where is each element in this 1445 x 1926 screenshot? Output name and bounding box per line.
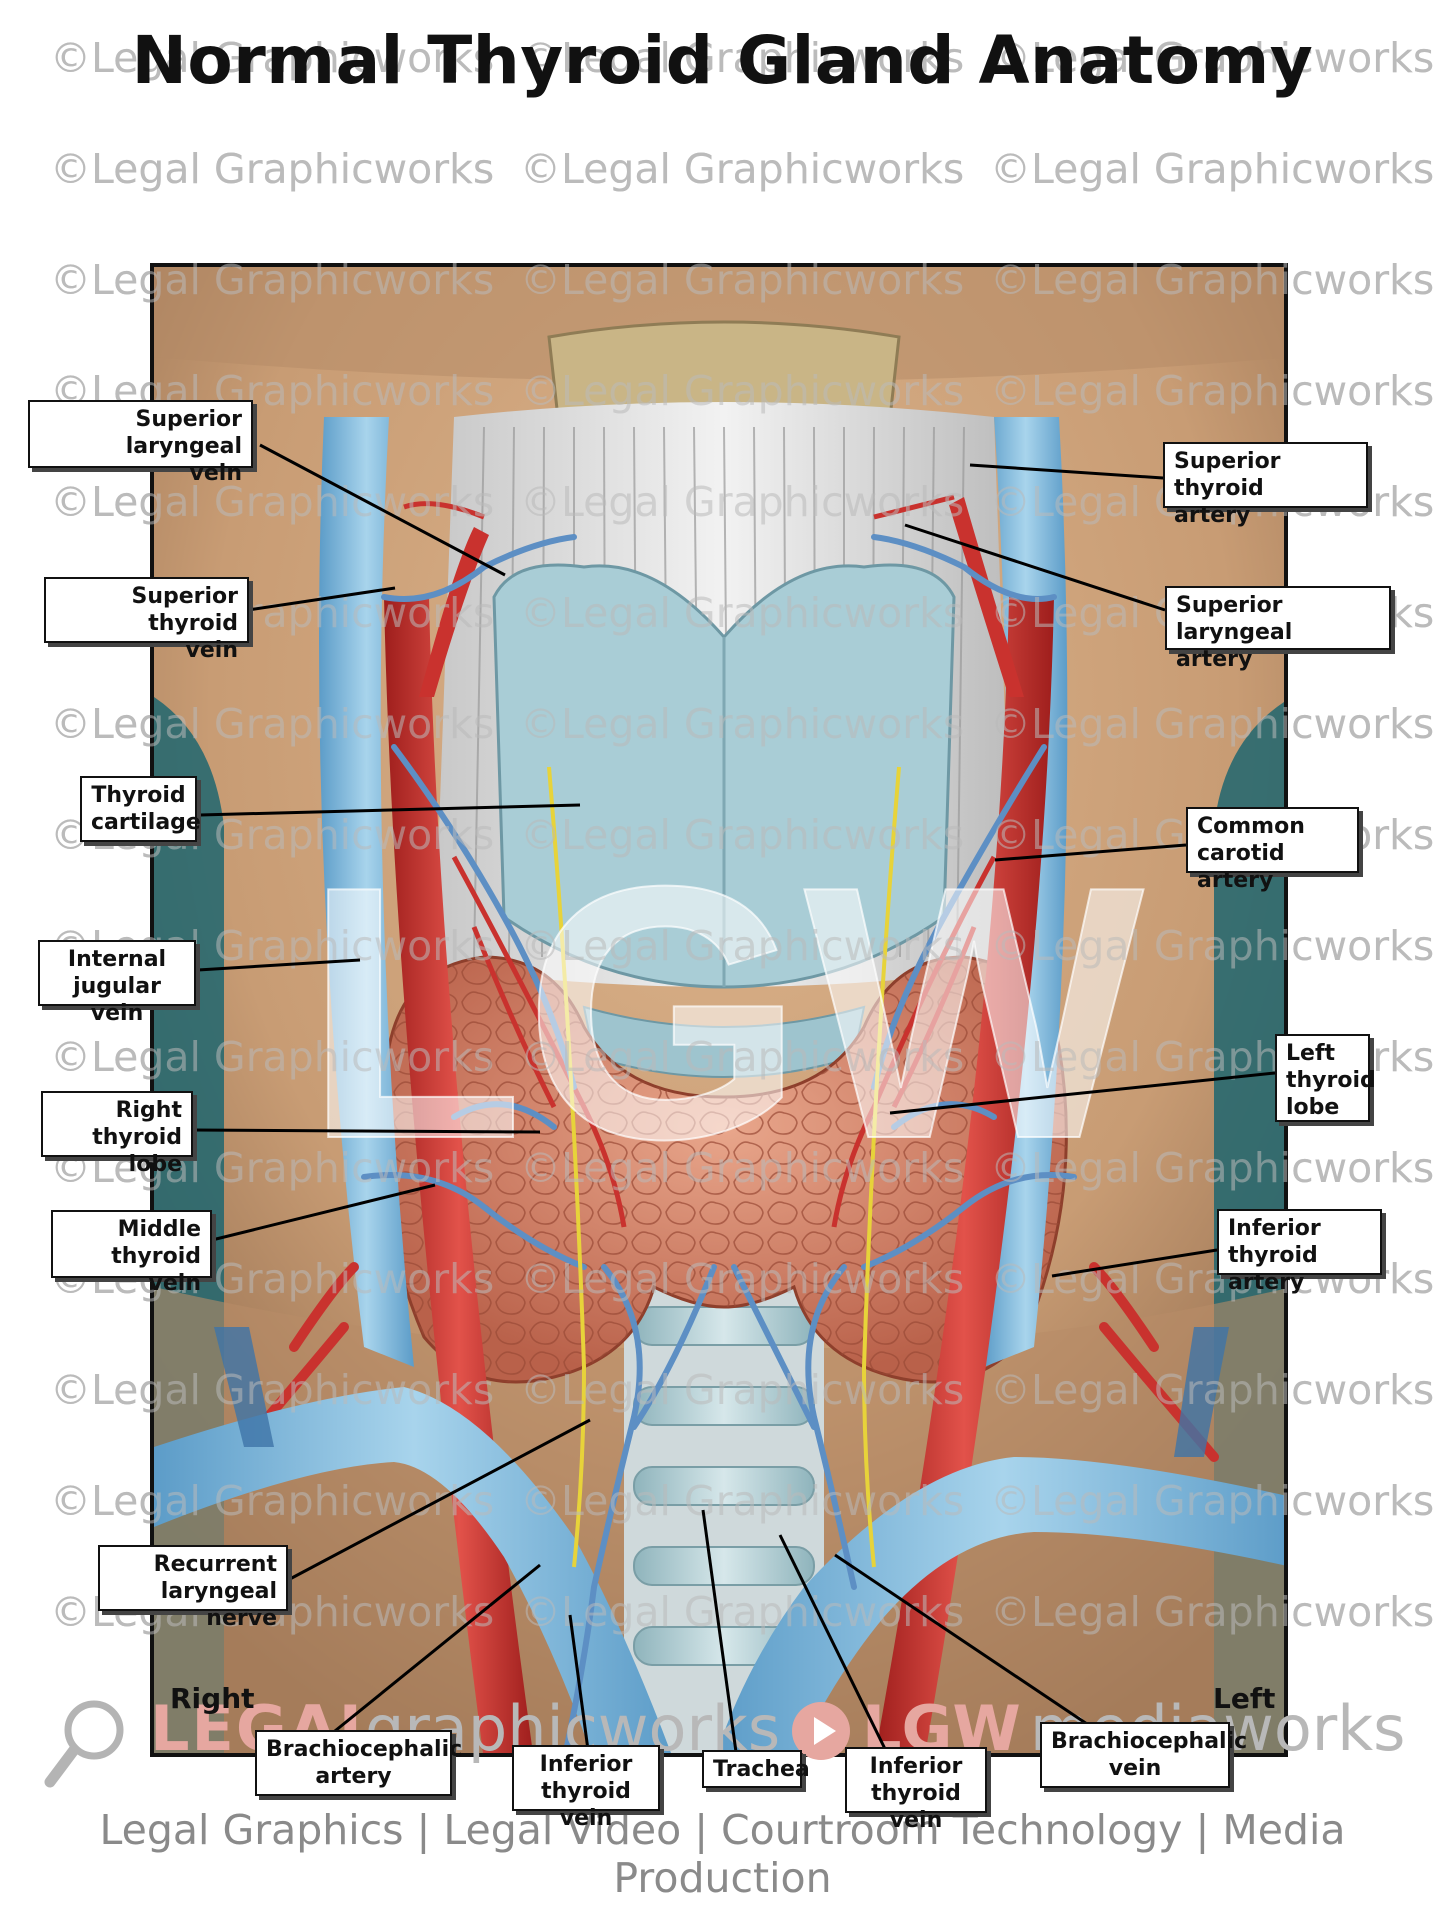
watermark-text: ©Legal Graphicworks [990,1366,1435,1414]
anatomy-illustration: LGW [150,263,1288,1757]
watermark-text: ©Legal Graphicworks [50,145,495,193]
label-trachea: Trachea [702,1750,810,1788]
side-label-right: Right [170,1682,255,1715]
watermark-text: ©Legal Graphicworks [50,1366,495,1414]
watermark-text: ©Legal Graphicworks [50,1477,495,1525]
watermark-text: ©Legal Graphicworks [990,145,1435,193]
label-common-carotid-artery: Common carotid artery [1186,807,1359,893]
watermark-text: ©Legal Graphicworks [990,700,1435,748]
label-superior-thyroid-vein: Superior thyroid vein [44,577,249,663]
label-inferior-thyroid-artery: Inferior thyroid artery [1217,1209,1382,1295]
watermark-text: ©Legal Graphicworks [990,34,1435,82]
watermark-text: ©Legal Graphicworks [990,922,1435,970]
watermark-text: ©Legal Graphicworks [50,478,495,526]
label-left-thyroid-lobe: Left thyroid lobe [1275,1034,1376,1122]
watermark-text: ©Legal Graphicworks [520,145,965,193]
watermark-text: ©Legal Graphicworks [50,34,495,82]
brachiocephalic-vein-left [716,1457,1284,1753]
brachiocephalic-vein-right [154,1387,671,1753]
watermark-text: ©Legal Graphicworks [520,478,965,526]
label-inferior-thyroid-vein-right: Inferior thyroid vein [512,1745,660,1831]
watermark-text: ©Legal Graphicworks [520,589,965,637]
watermark-text: ©Legal Graphicworks [520,34,965,82]
anatomy-svg: LGW [154,267,1284,1753]
watermark-text: ©Legal Graphicworks [50,256,495,304]
label-recurrent-laryngeal-nerve: Recurrent laryngeal nerve [98,1545,288,1631]
watermark-text: ©Legal Graphicworks [520,1144,965,1192]
watermark-text: ©Legal Graphicworks [520,1366,965,1414]
label-superior-thyroid-artery: Superior thyroid artery [1163,442,1368,528]
label-brachiocephalic-vein: Brachiocephalic vein [1040,1722,1247,1788]
label-inferior-thyroid-vein-left: Inferior thyroid vein [845,1747,987,1833]
watermark-text: ©Legal Graphicworks [520,1588,965,1636]
watermark-text: ©Legal Graphicworks [520,1033,965,1081]
watermark-text: ©Legal Graphicworks [50,145,495,193]
watermark-text: ©Legal Graphicworks [520,256,965,304]
label-brachiocephalic-artery: Brachiocephalic artery [255,1730,462,1796]
watermark-text: ©Legal Graphicworks [520,1255,965,1303]
watermark-text: ©Legal Graphicworks [520,1477,965,1525]
watermark-text: ©Legal Graphicworks [50,34,495,82]
label-superior-laryngeal-vein: Superior laryngeal vein [28,400,253,486]
watermark-text: ©Legal Graphicworks [520,700,965,748]
footer-tagline: Legal Graphics | Legal Video | Courtroom… [99,1806,1346,1902]
watermark-text: ©Legal Graphicworks [990,1477,1435,1525]
watermark-text: ©Legal Graphicworks [520,811,965,859]
watermark-text: ©Legal Graphicworks [990,256,1435,304]
center-logo-text: LGW [304,812,1147,1214]
side-label-left: Left [1213,1682,1276,1715]
label-right-thyroid-lobe: Right thyroid lobe [41,1091,193,1177]
watermark-text: ©Legal Graphicworks [520,922,965,970]
watermark-text: ©Legal Graphicworks [520,34,965,82]
watermark-text: ©Legal Graphicworks [990,145,1435,193]
label-middle-thyroid-vein: Middle thyroid vein [51,1210,212,1296]
label-thyroid-cartilage: Thyroid cartilage [80,776,201,842]
label-superior-laryngeal-artery: Superior laryngeal artery [1165,586,1391,672]
magnifier-icon [42,1692,132,1792]
watermark-text: ©Legal Graphicworks [520,145,965,193]
watermark-text: ©Legal Graphicworks [990,1144,1435,1192]
watermark-text: ©Legal Graphicworks [50,1033,495,1081]
left-common-carotid-artery [875,597,1054,1753]
diagram-title: Normal Thyroid Gland Anatomy [131,22,1314,99]
label-internal-jugular-vein: Internal jugular vein [38,940,196,1026]
watermark-text: ©Legal Graphicworks [520,367,965,415]
watermark-text: ©Legal Graphicworks [50,700,495,748]
watermark-text: ©Legal Graphicworks [990,367,1435,415]
watermark-text: ©Legal Graphicworks [990,34,1435,82]
play-icon [790,1700,852,1762]
watermark-text: ©Legal Graphicworks [990,1588,1435,1636]
